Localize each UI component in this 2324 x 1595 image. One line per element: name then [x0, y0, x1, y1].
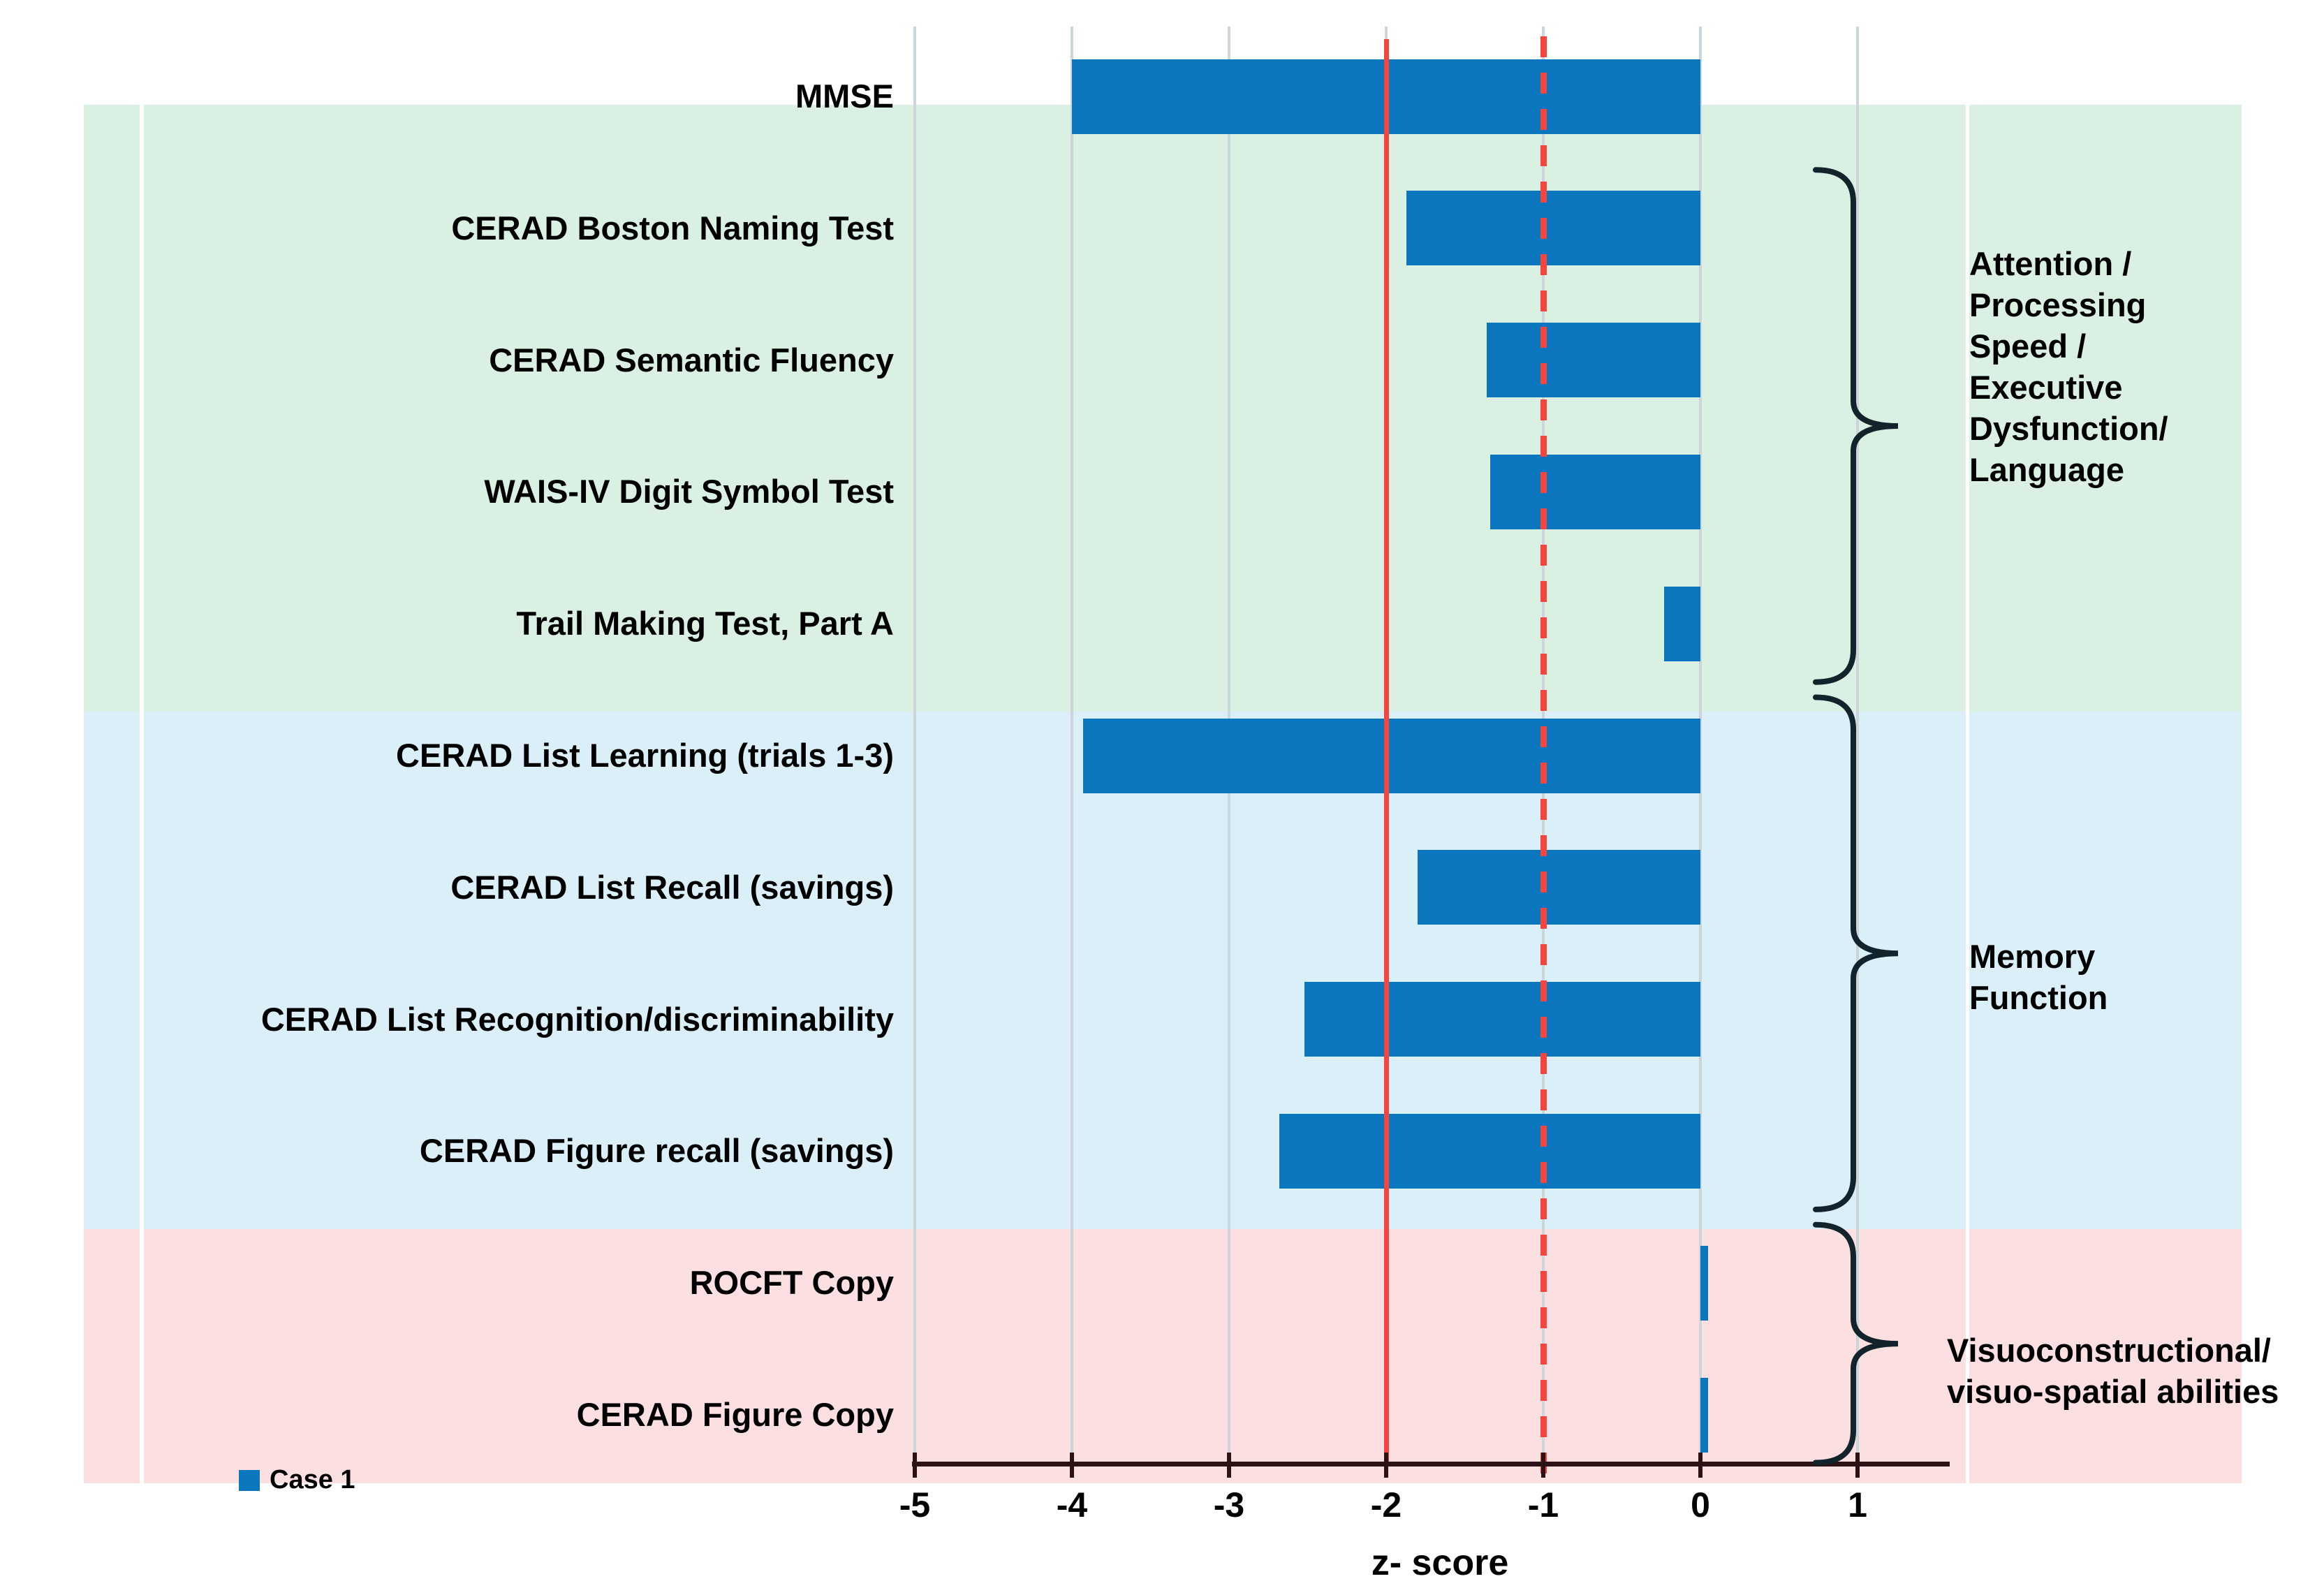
- category-label: CERAD Figure recall (savings): [419, 1132, 894, 1170]
- x-tick-label--2: -2: [1370, 1485, 1402, 1524]
- group-label-line: Executive: [1969, 369, 2123, 406]
- bar-cerad-figure-copy: [1700, 1377, 1709, 1453]
- x-tick-label--4: -4: [1056, 1485, 1088, 1524]
- x-axis-tick-0: [1698, 1453, 1702, 1478]
- group-label-3: Visuoconstructional/visuo-spatial abilit…: [1947, 1330, 2279, 1412]
- category-label: Trail Making Test, Part A: [516, 605, 894, 642]
- category-label: CERAD List Recognition/discriminability: [260, 1000, 894, 1038]
- plot-right-edge-line: [1966, 105, 1969, 1483]
- x-tick-label--5: -5: [899, 1485, 931, 1524]
- bar-cerad-list-learning-trials-1-3-: [1082, 718, 1700, 793]
- group-label-line: Attention /: [1969, 245, 2132, 282]
- reference-line-solid: [1384, 39, 1389, 1467]
- category-band-3: [84, 1228, 2242, 1483]
- x-axis-tick-1: [1855, 1453, 1860, 1478]
- bar-cerad-list-recognition-discriminability: [1304, 982, 1700, 1057]
- legend-color-swatch: [239, 1469, 260, 1491]
- legend: Case 1: [239, 1465, 355, 1495]
- gridline-1: [1856, 27, 1859, 1464]
- category-label: CERAD List Recall (savings): [450, 868, 894, 906]
- bar-rocft-copy: [1700, 1245, 1709, 1321]
- category-label: CERAD Figure Copy: [576, 1396, 894, 1433]
- x-tick-label-0: 0: [1691, 1485, 1710, 1524]
- group-label-line: Speed /: [1969, 328, 2087, 365]
- x-axis-line: [912, 1462, 1950, 1467]
- x-axis-tick--5: [913, 1453, 917, 1478]
- x-axis-tick--1: [1541, 1453, 1545, 1478]
- legend-label: Case 1: [270, 1465, 355, 1494]
- group-label-line: visuo-spatial abilities: [1947, 1373, 2279, 1410]
- category-label: CERAD Semantic Fluency: [489, 341, 894, 378]
- group-label-line: Memory: [1969, 938, 2096, 975]
- bar-cerad-boston-naming-test: [1406, 191, 1700, 266]
- gridline--4: [1071, 27, 1073, 1464]
- group-label-line: Processing: [1969, 286, 2147, 323]
- gridline-0: [1699, 27, 1702, 1464]
- x-axis-tick--4: [1070, 1453, 1074, 1478]
- category-label: CERAD List Learning (trials 1-3): [396, 737, 894, 774]
- x-tick-label--1: -1: [1527, 1485, 1559, 1524]
- label-column-separator: [140, 105, 144, 1483]
- gridline--5: [913, 27, 916, 1464]
- bar-wais-iv-digit-symbol-test: [1490, 454, 1700, 529]
- group-label-line: Visuoconstructional/: [1947, 1332, 2271, 1369]
- bar-cerad-figure-recall-savings-: [1279, 1113, 1700, 1189]
- bar-cerad-list-recall-savings-: [1418, 850, 1700, 925]
- x-tick-label--3: -3: [1213, 1485, 1245, 1524]
- bar-cerad-semantic-fluency: [1487, 323, 1700, 398]
- category-label: MMSE: [795, 78, 894, 115]
- category-label: CERAD Boston Naming Test: [451, 209, 894, 247]
- group-label-line: Language: [1969, 451, 2124, 488]
- x-axis-title: z- score: [1371, 1543, 1509, 1583]
- group-label-line: Dysfunction/: [1969, 410, 2168, 447]
- x-axis-tick--3: [1227, 1453, 1231, 1478]
- category-label: ROCFT Copy: [689, 1264, 894, 1302]
- x-tick-label-1: 1: [1848, 1485, 1867, 1524]
- category-label: WAIS-IV Digit Symbol Test: [484, 473, 894, 510]
- bar-trail-making-test-part-a: [1664, 586, 1700, 661]
- x-axis-tick--2: [1384, 1453, 1388, 1478]
- category-band-1: [84, 105, 2242, 712]
- reference-line-dashed: [1540, 36, 1547, 1480]
- group-label-line: Function: [1969, 979, 2108, 1016]
